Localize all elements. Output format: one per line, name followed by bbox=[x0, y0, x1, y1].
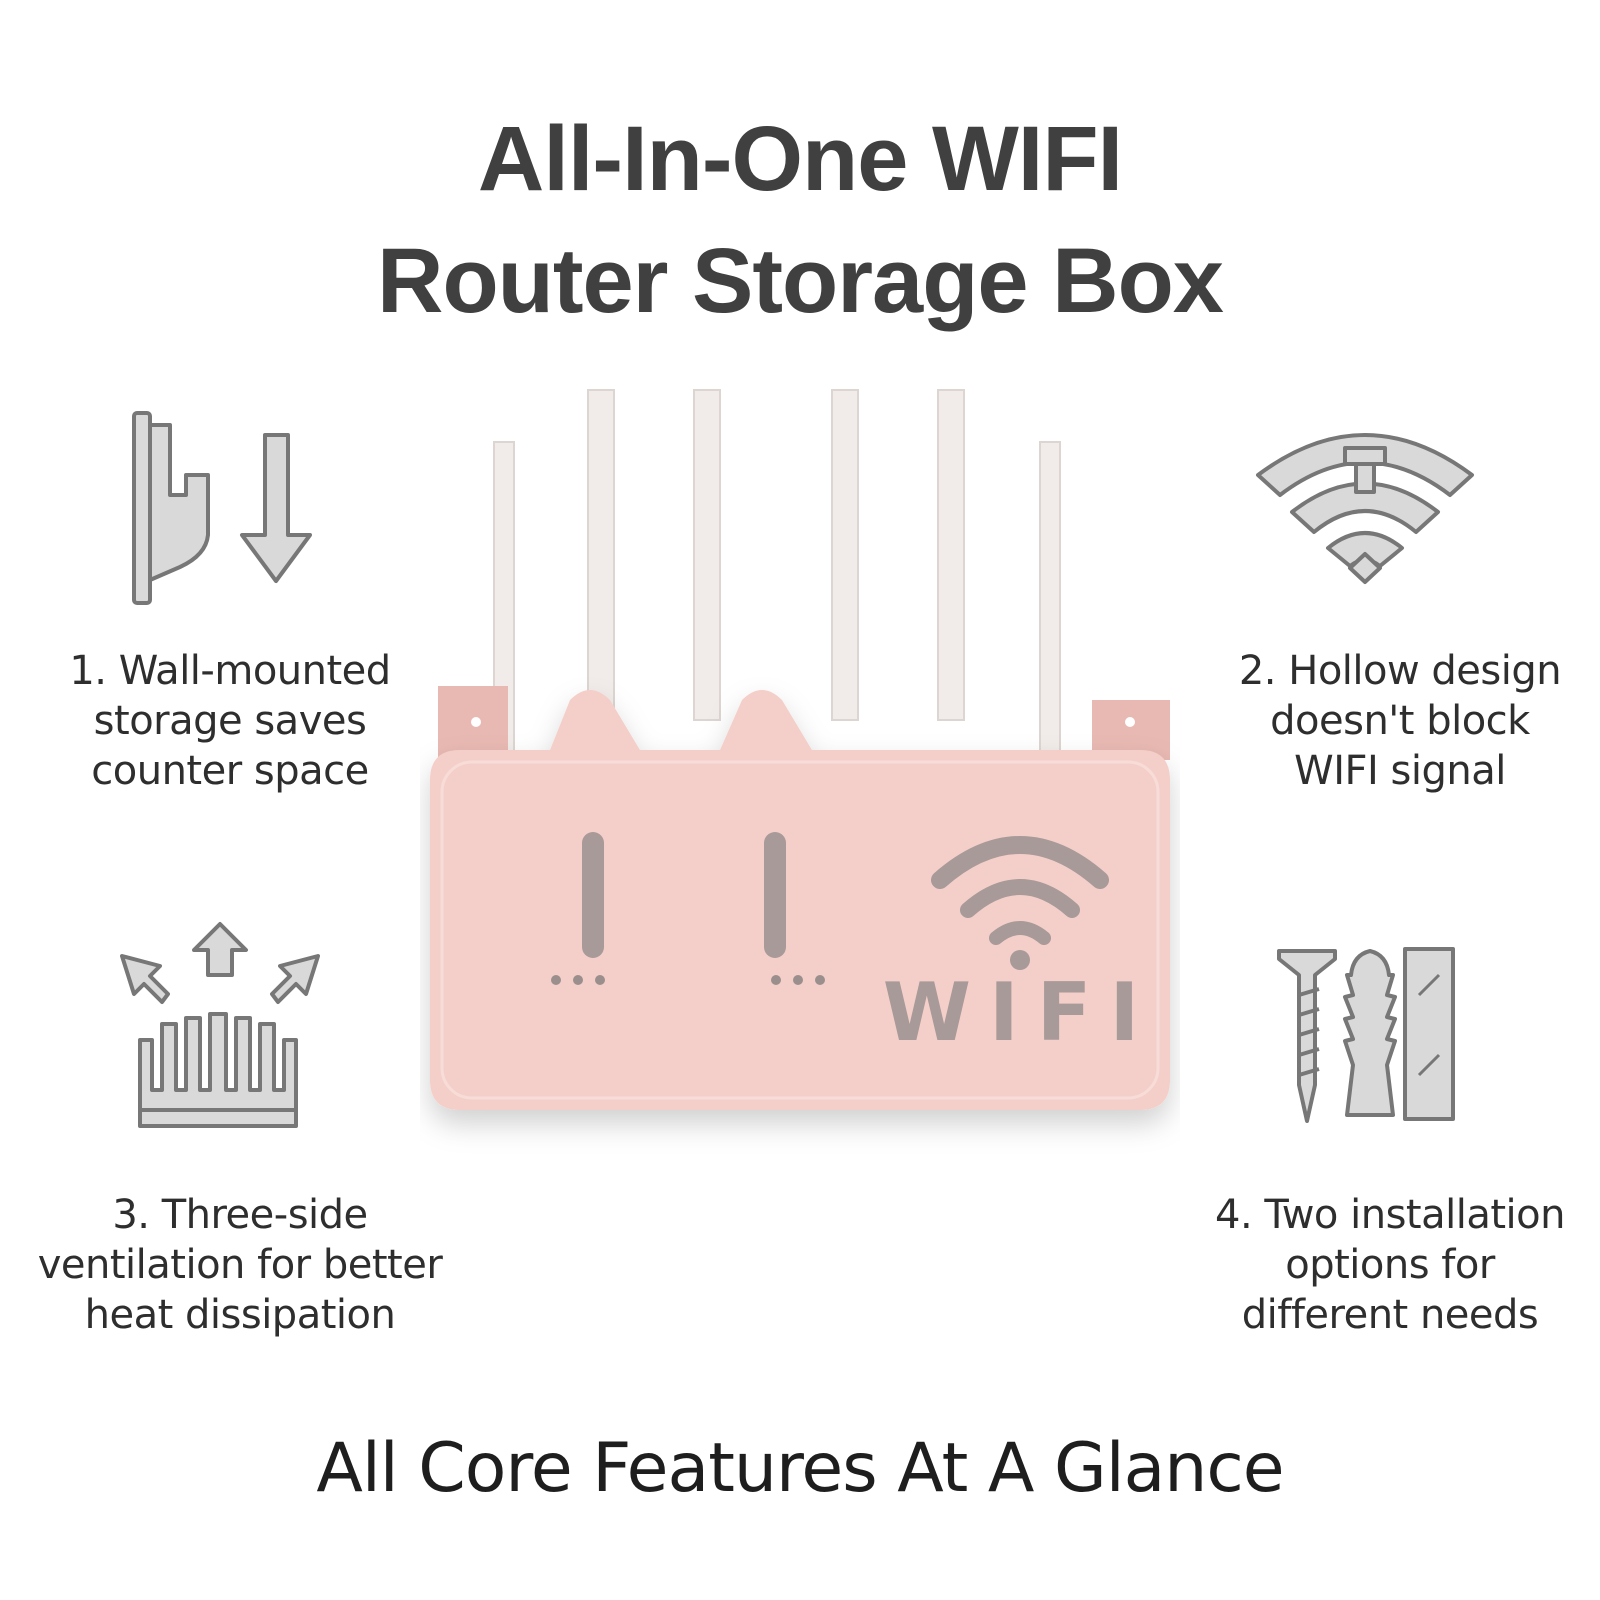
feature-4-text: 4. Two installation options for differen… bbox=[1180, 1190, 1600, 1340]
screw-anchor-tape-icon bbox=[1277, 947, 1455, 1123]
feature-4-line-3: different needs bbox=[1241, 1292, 1539, 1338]
router-box-icon: WIFI bbox=[430, 389, 1170, 1110]
feature-1-text: 1. Wall-mounted storage saves counter sp… bbox=[30, 646, 430, 796]
product-panel-text: WIFI bbox=[883, 966, 1157, 1059]
title-line-2: Router Storage Box bbox=[377, 230, 1224, 332]
tagline: All Core Features At A Glance bbox=[316, 1429, 1284, 1508]
feature-3-line-3: heat dissipation bbox=[84, 1292, 396, 1338]
feature-3-line-2: ventilation for better bbox=[37, 1242, 443, 1288]
title-line-1: All-In-One WIFI bbox=[477, 108, 1123, 210]
antennas bbox=[493, 389, 1061, 763]
wall-mount-hook-icon bbox=[132, 411, 312, 605]
wifi-signal-icon bbox=[1256, 433, 1474, 584]
feature-1-line-2: storage saves bbox=[93, 698, 367, 744]
feature-2-line-2: doesn't block bbox=[1270, 698, 1530, 744]
feature-2-text: 2. Hollow design doesn't block WIFI sign… bbox=[1190, 646, 1600, 796]
feature-4-line-2: options for bbox=[1285, 1242, 1495, 1288]
feature-4-line-1: 4. Two installation bbox=[1215, 1192, 1565, 1238]
feature-3-text: 3. Three-side ventilation for better hea… bbox=[20, 1190, 460, 1340]
feature-3-line-1: 3. Three-side bbox=[112, 1192, 368, 1238]
feature-1-line-3: counter space bbox=[91, 748, 369, 794]
feature-1-line-1: 1. Wall-mounted bbox=[69, 648, 391, 694]
feature-2-line-1: 2. Hollow design bbox=[1238, 648, 1562, 694]
page-title: All-In-One WIFI Router Storage Box bbox=[0, 98, 1600, 342]
feature-2-line-3: WIFI signal bbox=[1294, 748, 1506, 794]
ventilation-heatsink-icon bbox=[120, 922, 320, 1128]
